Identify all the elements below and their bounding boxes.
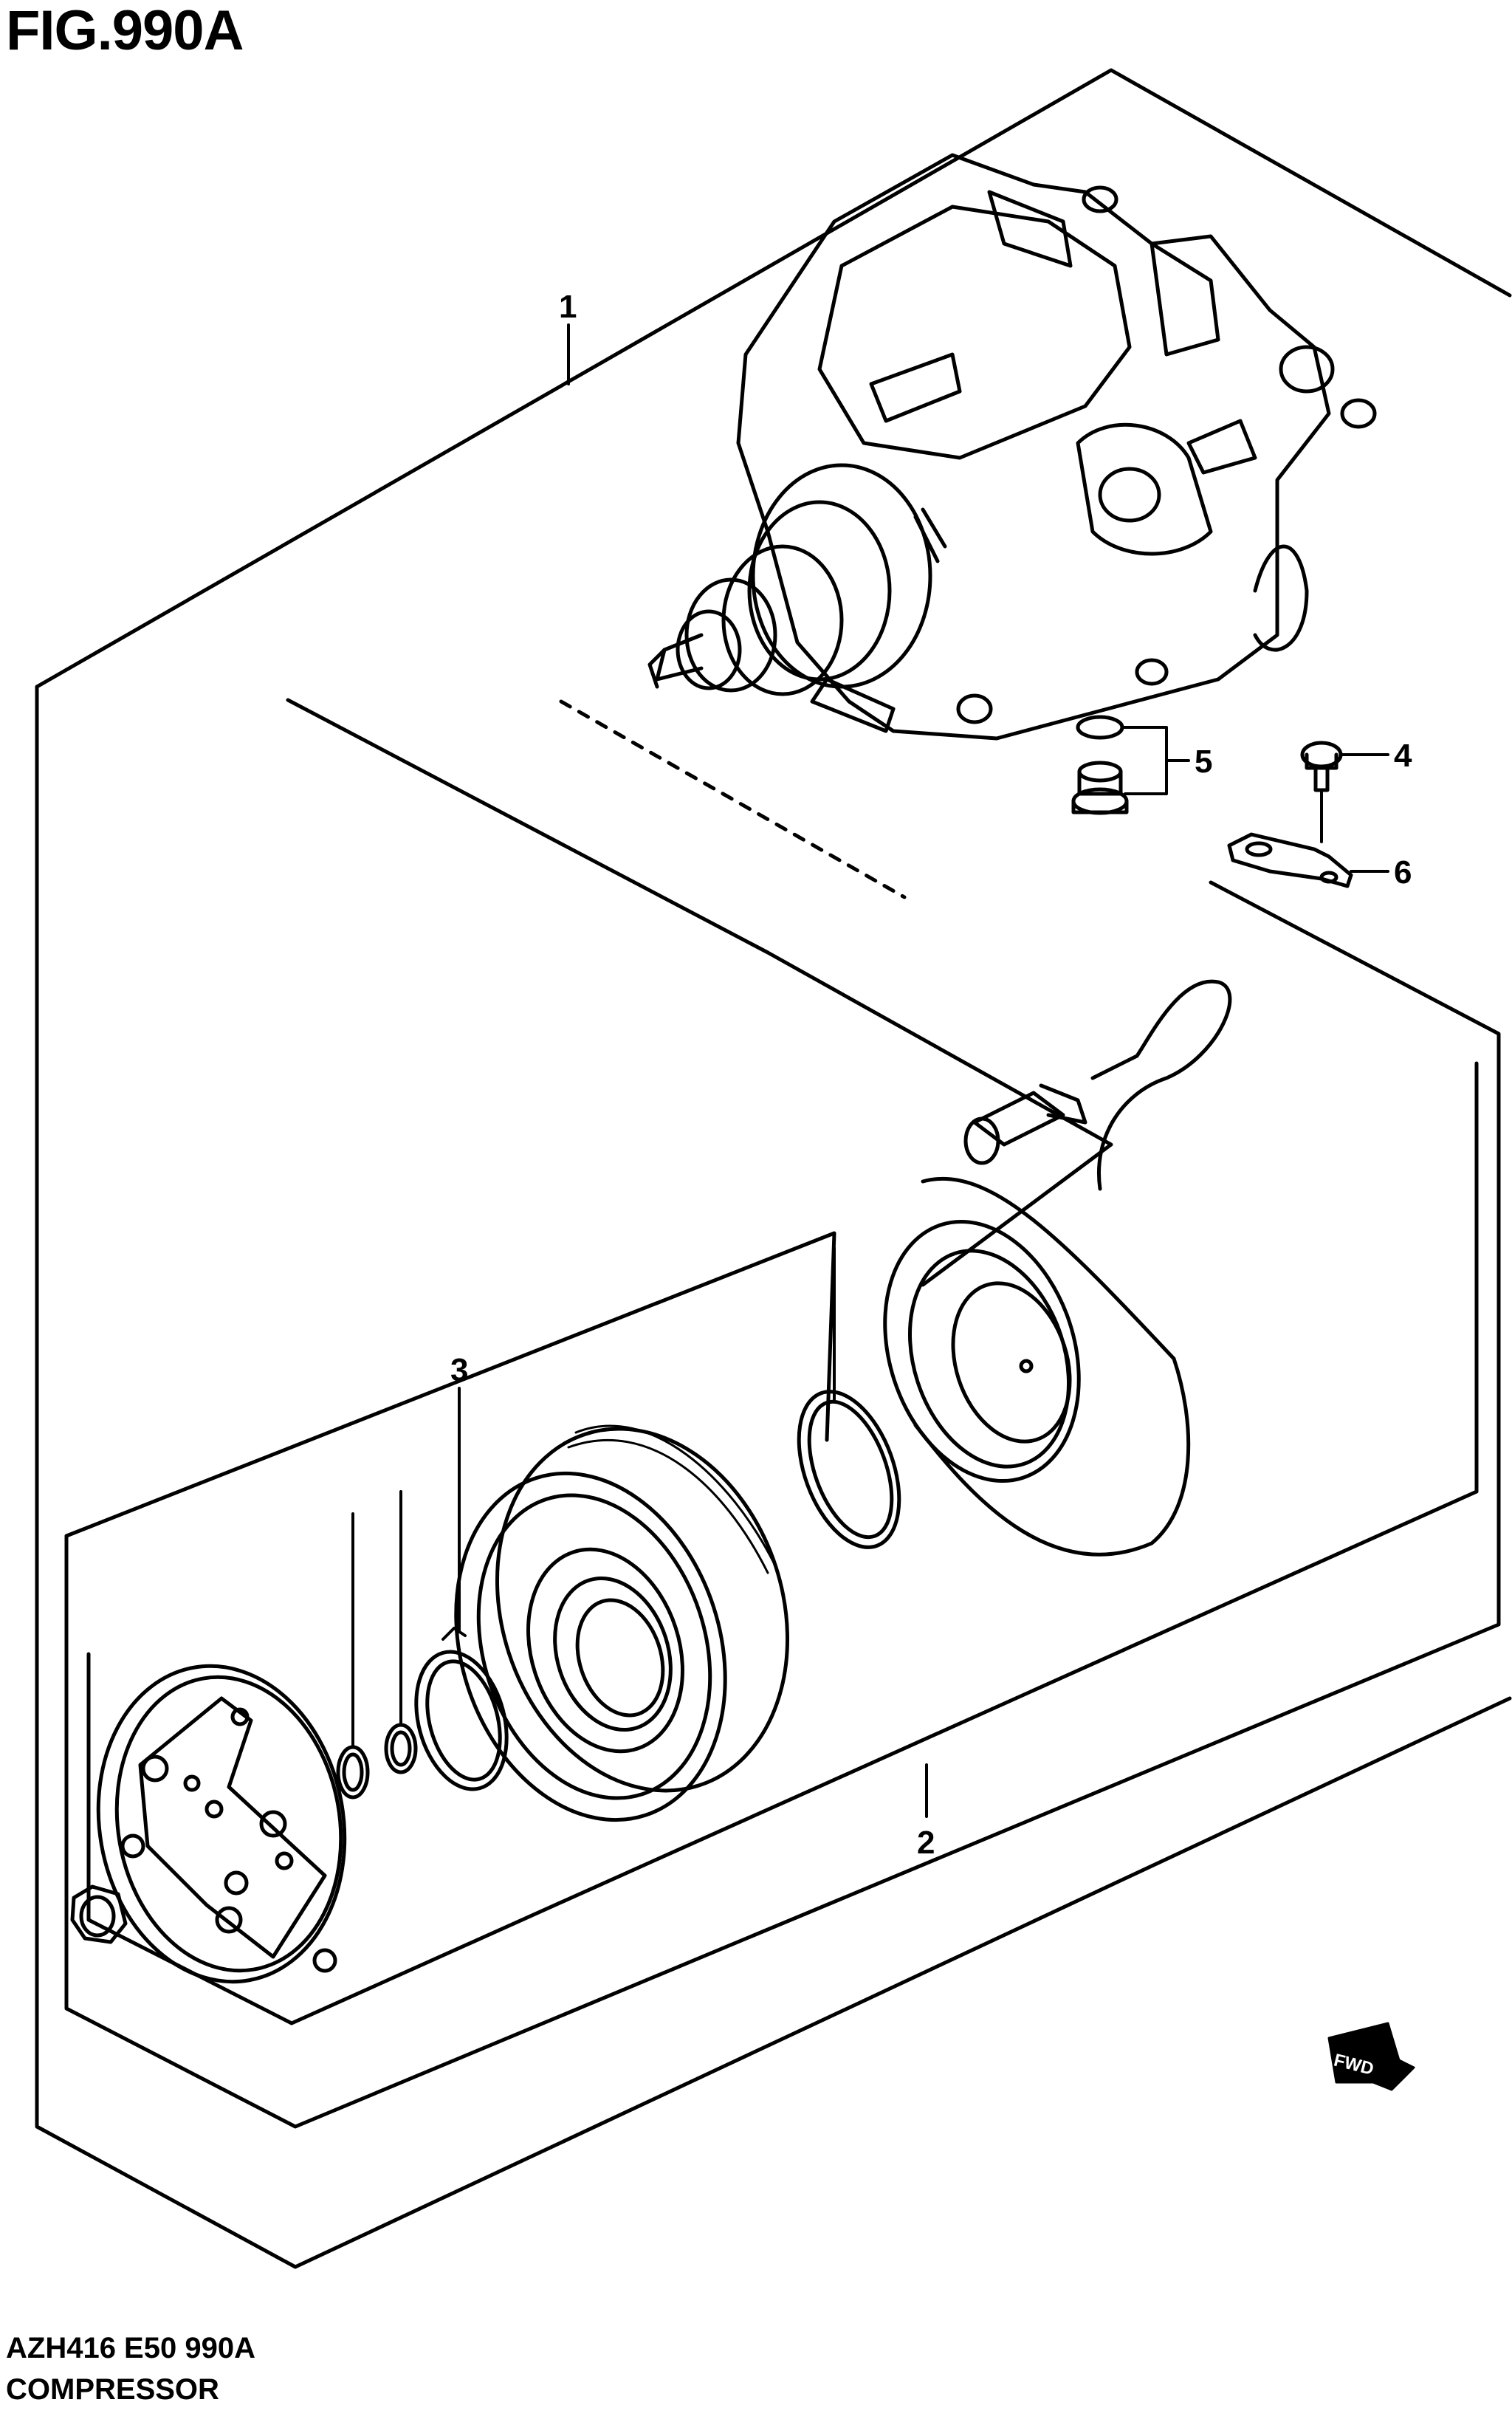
plug-and-oring (1071, 715, 1190, 815)
figure-title: FIG.990A (6, 0, 244, 62)
callout-5: 5 (1195, 744, 1212, 780)
armature-plate (96, 1664, 347, 1984)
callout-3: 3 (450, 1352, 468, 1388)
snap-ring-lower (414, 1387, 509, 1791)
callout-4: 4 (1394, 738, 1412, 774)
compressor-body (647, 153, 1377, 741)
pulley (454, 1424, 790, 1822)
bolt (1300, 741, 1389, 843)
figure-name: COMPRESSOR (6, 2373, 219, 2406)
field-coil (883, 979, 1232, 1557)
shims (336, 1490, 418, 1800)
callout-1: 1 (559, 289, 577, 325)
callout-2: 2 (917, 1825, 935, 1861)
nut (70, 1884, 128, 1944)
callout-6: 6 (1394, 854, 1412, 891)
snap-ring-upper (797, 1246, 901, 1549)
assembly-outline-compressor (35, 68, 1512, 2269)
bracket (1227, 832, 1389, 888)
figure-code: AZH416 E50 990A (6, 2332, 255, 2364)
fwd-direction-badge: FWD (1327, 2022, 1415, 2091)
